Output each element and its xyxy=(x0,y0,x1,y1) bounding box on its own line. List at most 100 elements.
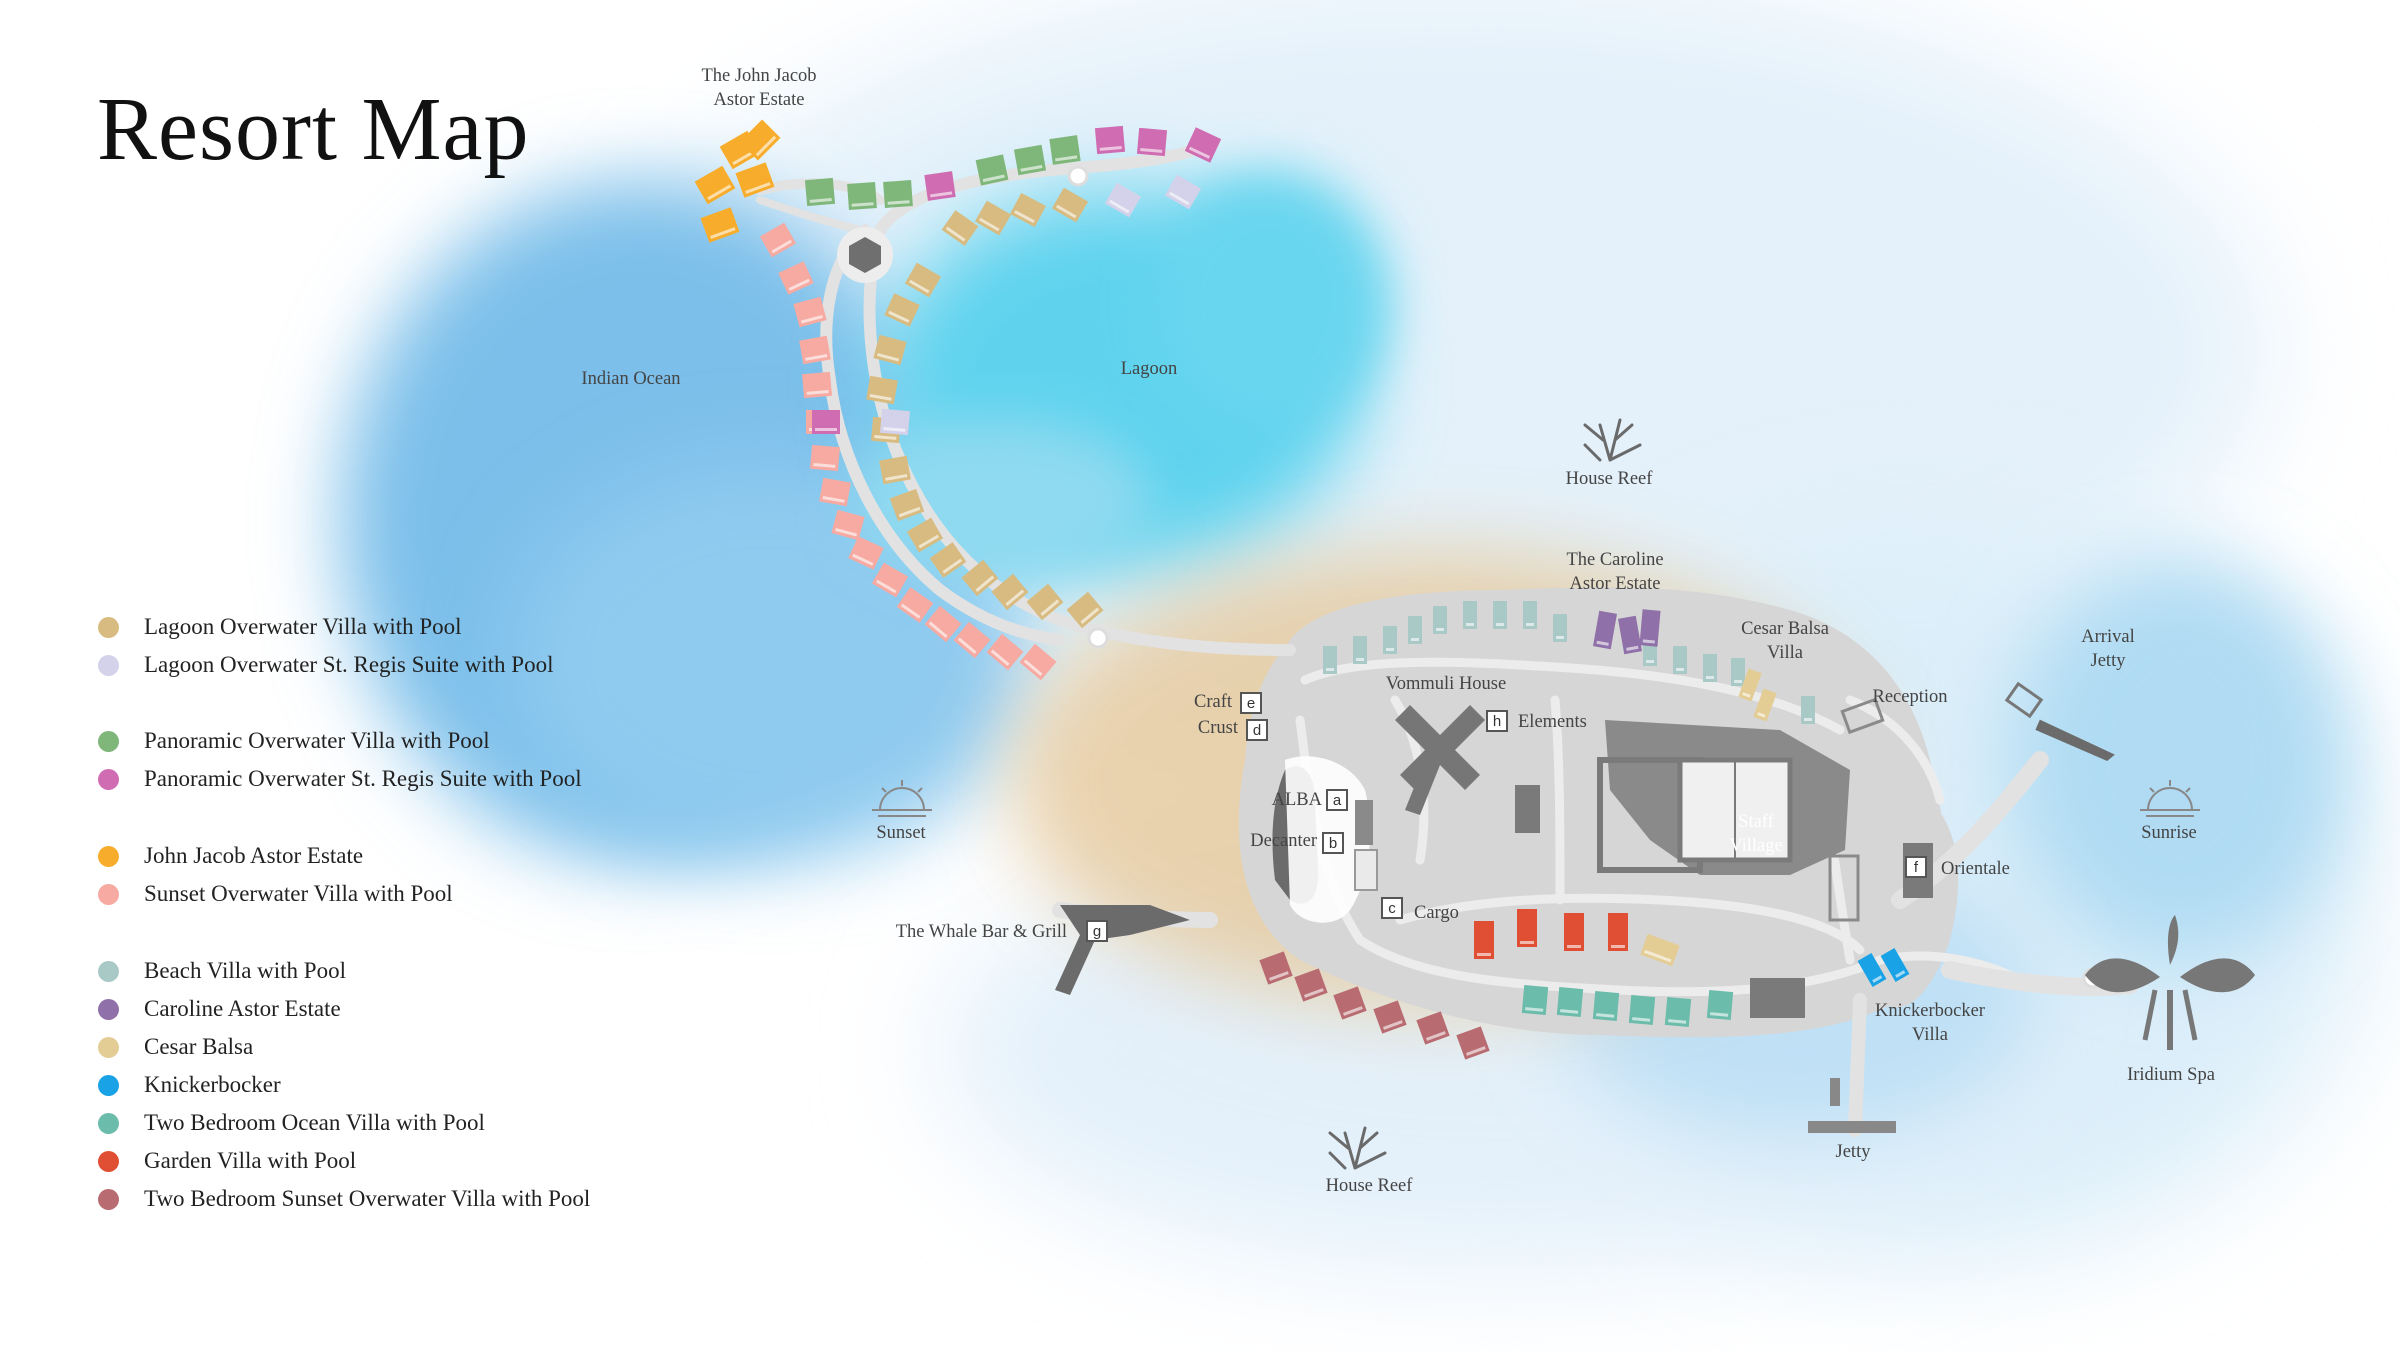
villa-pool-icon xyxy=(1520,941,1534,944)
villa-pool-icon xyxy=(1804,718,1812,721)
legend-label: Lagoon Overwater Villa with Pool xyxy=(144,614,462,639)
villa-pool-icon xyxy=(1356,658,1364,661)
legend-item-panoramic-villa: Panoramic Overwater Villa with Pool xyxy=(98,728,490,754)
lagoon-villa-icon xyxy=(1066,591,1104,629)
villa-pool-icon xyxy=(883,427,906,432)
lagoon-villa-icon xyxy=(906,517,944,553)
villa-pool-icon xyxy=(898,506,921,518)
villa-pool-icon xyxy=(1742,692,1751,698)
legend-swatch xyxy=(98,883,119,905)
villa-pool-icon xyxy=(908,279,930,294)
lagoon-villa-icon xyxy=(879,455,911,485)
villa-pool-icon xyxy=(978,217,1000,232)
buildings xyxy=(1055,681,2255,1133)
beach-villa-icon xyxy=(1731,658,1745,686)
legend-item-beach-villa: Beach Villa with Pool xyxy=(98,958,346,984)
villa-pool-icon xyxy=(1140,148,1163,153)
villas-layer xyxy=(694,119,1910,1060)
legend-item-caroline: Caroline Astor Estate xyxy=(98,996,341,1022)
marker-a: a xyxy=(1333,792,1342,809)
marker-g: g xyxy=(1093,923,1101,940)
villa-pool-icon xyxy=(930,191,953,198)
beach-villa-icon xyxy=(1801,696,1815,724)
label-orientale: Orientale xyxy=(1941,859,2010,879)
villa-pool-icon xyxy=(918,534,940,549)
legend-item-cesar: Cesar Balsa xyxy=(98,1034,253,1060)
villa-pool-icon xyxy=(788,278,810,291)
villa-pool-icon xyxy=(745,182,771,194)
marker-d-box xyxy=(1246,719,1268,741)
villa-pool-icon xyxy=(805,353,828,361)
villa-pool-icon xyxy=(990,649,1010,666)
legend-label: Two Bedroom Ocean Villa with Pool xyxy=(144,1110,485,1135)
villa-pool-icon xyxy=(1326,668,1334,671)
label-lagoon: Lagoon xyxy=(1120,359,1178,379)
marker-f: f xyxy=(1914,859,1919,876)
villa-pool-icon xyxy=(1646,660,1654,663)
villa-pool-icon xyxy=(1099,146,1122,151)
marker-c-box xyxy=(1381,897,1403,919)
lagoon-villa-icon xyxy=(1010,192,1046,228)
caroline-estate-icon xyxy=(1618,615,1642,655)
legend-item-sunset-villa: Sunset Overwater Villa with Pool xyxy=(98,881,453,907)
label-iridium-spa: Iridium Spa xyxy=(2127,1065,2215,1085)
legend-swatch xyxy=(98,730,119,752)
john-jacob-estate-icon xyxy=(700,207,740,243)
villa-pool-icon xyxy=(707,184,732,201)
sunset-villa-icon xyxy=(793,296,827,328)
label-house-reef-bottom: House Reef xyxy=(1325,1176,1413,1196)
lagoon-villa-icon xyxy=(1051,187,1089,223)
label-sunrise: Sunrise xyxy=(2141,823,2197,843)
marker-b-box xyxy=(1322,832,1344,854)
villa-pool-icon xyxy=(1040,599,1060,616)
sunset-villa-icon xyxy=(802,371,832,399)
panoramic-suite-icon xyxy=(1184,127,1222,163)
villa-pool-icon xyxy=(800,314,823,324)
villa-pool-icon xyxy=(1168,191,1190,206)
label-craft: Craft xyxy=(1193,692,1232,712)
legend-swatch xyxy=(98,1188,119,1210)
sunset-villa-icon xyxy=(810,444,840,472)
marker-h: h xyxy=(1493,713,1501,730)
marker-h-box xyxy=(1486,710,1508,732)
sunset-overwater-2br-icon xyxy=(1294,968,1328,1002)
sunset-villa-icon xyxy=(819,477,851,507)
villa-pool-icon xyxy=(1303,988,1324,998)
label-decanter: Decanter xyxy=(1250,831,1317,851)
villa-pool-icon xyxy=(1005,589,1025,606)
sunset-villa-icon xyxy=(778,261,814,295)
villa-pool-icon xyxy=(888,310,910,323)
villa-pool-icon xyxy=(1525,1007,1544,1012)
villa-pool-icon xyxy=(1108,199,1130,214)
villa-pool-icon xyxy=(1436,628,1444,631)
villa-pool-icon xyxy=(1734,680,1742,683)
label-house-reef-top: House Reef xyxy=(1565,469,1653,489)
villa-pool-icon xyxy=(732,149,757,166)
cesar-balsa-icon xyxy=(1640,933,1680,967)
sunset-overwater-2br-icon xyxy=(1259,951,1293,985)
label-sunset: Sunset xyxy=(876,823,926,843)
lagoon-suite-icon xyxy=(1164,174,1202,210)
garden-villa-icon xyxy=(1564,913,1584,951)
caroline-estate-icon xyxy=(1593,610,1617,650)
villa-pool-icon xyxy=(1526,623,1534,626)
sunset-villa-icon xyxy=(759,222,797,258)
villa-pool-icon xyxy=(1668,1019,1687,1024)
label-cargo: Cargo xyxy=(1414,903,1459,923)
villa-pool-icon xyxy=(1626,645,1639,651)
legend-label: Sunset Overwater Villa with Pool xyxy=(144,881,453,906)
villa-pool-icon xyxy=(852,553,874,566)
villa-pool-icon xyxy=(1706,676,1714,679)
beach-villa-icon xyxy=(1353,636,1367,664)
legend-item-lagoon-villa: Lagoon Overwater Villa with Pool xyxy=(98,614,462,640)
lagoon-villa-icon xyxy=(873,334,907,366)
villa-pool-icon xyxy=(945,226,966,242)
legend-label: Caroline Astor Estate xyxy=(144,996,341,1021)
villa-pool-icon xyxy=(975,575,995,592)
legend-swatch xyxy=(98,845,119,867)
lagoon-villa-icon xyxy=(929,542,967,578)
coral-icon xyxy=(1328,418,1642,1170)
lagoon-suite-icon xyxy=(1104,182,1142,218)
legend-item-sunset-overwater-2br: Two Bedroom Sunset Overwater Villa with … xyxy=(98,1186,590,1212)
